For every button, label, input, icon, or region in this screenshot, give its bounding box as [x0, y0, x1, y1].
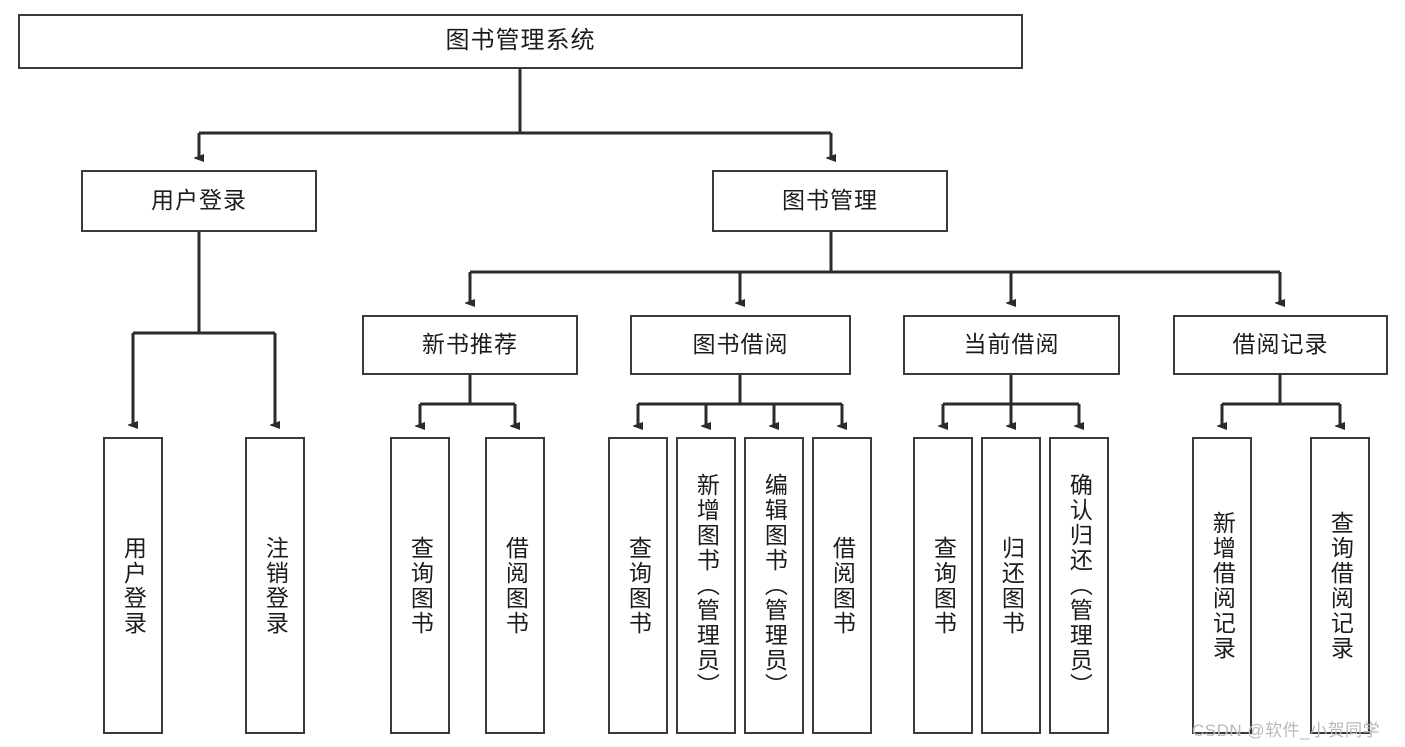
node-leaf-add-borrow-record[interactable]: 新增借阅记录 — [1192, 437, 1252, 734]
node-root-book-management-system[interactable]: 图书管理系统 — [18, 14, 1023, 69]
node-label: 新书推荐 — [422, 331, 518, 358]
node-leaf-return-book[interactable]: 归还图书 — [981, 437, 1041, 734]
watermark-text: CSDN @软件_小贺同学 — [1192, 721, 1381, 740]
node-label: 注销登录 — [262, 535, 289, 636]
node-label: 新增图书（管理员） — [693, 473, 720, 698]
node-label: 图书管理系统 — [445, 27, 596, 55]
node-book-borrow[interactable]: 图书借阅 — [630, 315, 851, 375]
node-label: 查询图书 — [625, 535, 652, 636]
node-leaf-query-book-current[interactable]: 查询图书 — [913, 437, 973, 734]
node-current-borrow[interactable]: 当前借阅 — [903, 315, 1120, 375]
node-book-management[interactable]: 图书管理 — [712, 170, 948, 232]
node-label: 借阅图书 — [829, 535, 856, 636]
node-label: 当前借阅 — [963, 331, 1060, 358]
node-label: 编辑图书（管理员） — [761, 473, 788, 698]
node-label: 借阅记录 — [1232, 331, 1329, 358]
node-leaf-query-book-recommend[interactable]: 查询图书 — [390, 437, 450, 734]
node-borrow-record[interactable]: 借阅记录 — [1173, 315, 1388, 375]
node-label: 确认归还（管理员） — [1066, 473, 1093, 698]
node-label: 归还图书 — [998, 535, 1025, 636]
node-label: 图书管理 — [782, 187, 878, 214]
node-leaf-query-book-borrow[interactable]: 查询图书 — [608, 437, 668, 734]
node-user-login[interactable]: 用户登录 — [81, 170, 317, 232]
node-label: 借阅图书 — [502, 535, 529, 636]
node-leaf-borrow-book-recommend[interactable]: 借阅图书 — [485, 437, 545, 734]
node-label: 查询图书 — [407, 535, 434, 636]
node-leaf-confirm-return-admin[interactable]: 确认归还（管理员） — [1049, 437, 1109, 734]
node-leaf-borrow-book[interactable]: 借阅图书 — [812, 437, 872, 734]
node-leaf-user-login[interactable]: 用户登录 — [103, 437, 163, 734]
node-label: 用户登录 — [120, 535, 147, 636]
node-leaf-query-borrow-record[interactable]: 查询借阅记录 — [1310, 437, 1370, 734]
node-label: 查询借阅记录 — [1327, 510, 1354, 661]
node-leaf-logout[interactable]: 注销登录 — [245, 437, 305, 734]
node-label: 用户登录 — [151, 187, 247, 214]
node-label: 图书借阅 — [692, 331, 789, 358]
node-label: 查询图书 — [930, 535, 957, 636]
node-new-book-recommend[interactable]: 新书推荐 — [362, 315, 578, 375]
node-leaf-edit-book-admin[interactable]: 编辑图书（管理员） — [744, 437, 804, 734]
node-label: 新增借阅记录 — [1209, 510, 1236, 661]
node-leaf-add-book-admin[interactable]: 新增图书（管理员） — [676, 437, 736, 734]
